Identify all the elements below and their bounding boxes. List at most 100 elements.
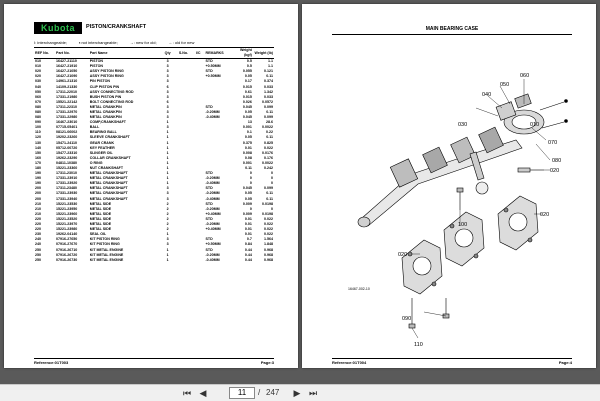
cell-weight-lb: 0 [271, 206, 273, 211]
interchange-legend: I: interchangeable; ▪:not interchangeabl… [34, 40, 194, 45]
cell-qty: 2 [166, 216, 169, 221]
cell-part-no: 15221-23960 [56, 211, 78, 216]
cell-part-no: 16427-21050 [56, 69, 78, 74]
cell-qty: 1 [166, 120, 169, 125]
cell-part-name: METAL SIDE [89, 216, 112, 221]
cell-part-no: 05712-00720 [56, 145, 78, 150]
cell-part-no: 17331-23940 [56, 196, 78, 201]
cell-weight-kgf: 0.17 [244, 79, 252, 84]
cell-qty: 6 [166, 99, 169, 104]
cell-part-name: METAL CRANKSHAFT [89, 181, 128, 186]
cell-qty: 3 [166, 242, 169, 247]
cell-remarks: STD [205, 247, 213, 252]
cell-qty: 3 [166, 64, 169, 69]
cell-part-no: 07916-27670 [56, 242, 78, 247]
legend-item: ←: old for new [168, 40, 195, 45]
cell-weight-lb: 0.033 [264, 94, 273, 99]
legend-item: ▪:not interchangeable; [78, 40, 118, 45]
pdf-navigation-toolbar: ⏮ ◀ 11 / 247 ▶ ⏭ [0, 384, 600, 401]
cell-weight-lb: 28.6 [266, 120, 273, 125]
cell-part-name: METAL CRANKSHAFT [89, 196, 128, 201]
cell-weight-lb: 0.11 [266, 109, 273, 114]
total-pages: 247 [266, 388, 280, 397]
next-page-icon[interactable]: ▶ [293, 388, 301, 398]
cell-weight-lb: 1.564 [264, 237, 273, 242]
cell-qty: 3 [166, 79, 169, 84]
cell-qty: 3 [166, 109, 169, 114]
cell-part-name: SEAL OIL [89, 232, 107, 237]
cell-qty: 3 [166, 94, 169, 99]
cell-ref-no: 220 [35, 216, 41, 221]
cell-remarks: -0.20MM [205, 252, 220, 257]
cell-part-name: ASSY CONNECTING ROD [89, 89, 134, 94]
cell-part-no: 17311-22010 [56, 89, 78, 94]
cell-qty: 3 [166, 74, 169, 79]
cell-ref-no: 240 [35, 237, 41, 242]
cell-remarks: STD [205, 69, 213, 74]
cell-weight-lb: 0.242 [264, 166, 273, 171]
col-ic: I/C [191, 47, 205, 59]
cell-ref-no: 190 [35, 181, 41, 186]
cell-ref-no: 070 [35, 99, 41, 104]
legend-item: →: new for old; [129, 40, 157, 45]
cell-ref-no: 130 [35, 140, 41, 145]
cell-weight-lb: 0.022 [264, 227, 273, 232]
cell-remarks: STD [205, 237, 213, 242]
cell-part-no: 17311-22310 [56, 104, 78, 109]
page-number-input[interactable]: 11 [229, 387, 255, 399]
cell-weight-kgf: 0.44 [244, 257, 252, 262]
bolt-020-drawing [517, 167, 544, 173]
cell-ref-no: 210 [35, 201, 41, 206]
cell-part-name: METAL CRANKPIN [89, 115, 122, 120]
prev-page-icon[interactable]: ◀ [199, 388, 207, 398]
cell-part-name: METAL CRANKSHAFT [89, 191, 128, 196]
cell-part-name: BOLT CONNECTING ROD [89, 99, 134, 104]
cell-remarks: -0.20MM [205, 176, 220, 181]
cell-part-no: 07916-26720 [56, 252, 78, 257]
cell-qty: 1 [166, 140, 169, 145]
cell-remarks: STD [205, 201, 213, 206]
cell-part-name: METAL SIDE [89, 222, 112, 227]
cell-remarks: STD [205, 186, 213, 191]
cell-weight-lb: 0.11 [266, 191, 273, 196]
col-weight-lb: Weight (lb) [252, 47, 274, 59]
cell-weight-kgf: 0.11 [245, 166, 252, 171]
cell-ref-no: 180 [35, 166, 41, 171]
cell-ref-no: 200 [35, 186, 41, 191]
cell-ref-no: 190 [35, 176, 41, 181]
cell-part-name: METAL CRANKSHAFT [89, 186, 128, 191]
cell-ref-no: 080 [35, 104, 41, 109]
bearing-case-right [497, 195, 539, 251]
cell-weight-kgf: 0 [249, 181, 252, 186]
cell-part-no: 15221-23520 [56, 216, 78, 221]
cell-part-name: CLIP PISTON PIN [89, 84, 120, 89]
cell-qty: 1 [166, 130, 169, 135]
col-part-name: Part Name [88, 47, 161, 59]
cell-part-name: ASSY PISTON RING [89, 69, 124, 74]
cell-qty: 1 [166, 160, 169, 165]
cell-part-name: METAL SIDE [89, 211, 112, 216]
cell-weight-kgf: 0.055 [242, 69, 252, 74]
cell-qty: 1 [166, 247, 169, 252]
cell-weight-kgf: 13 [247, 120, 252, 125]
first-page-icon[interactable]: ⏮ [182, 388, 192, 398]
cell-serial-no [175, 258, 192, 263]
last-page-icon[interactable]: ⏭ [308, 388, 318, 398]
cell-weight-lb: 1.342 [264, 89, 273, 94]
cell-part-no: 07916-26730 [56, 257, 78, 262]
page-title: PISTON/CRANKSHAFT [86, 24, 147, 30]
cell-ref-no: 120 [35, 135, 41, 140]
cell-ref-no: 240 [35, 242, 41, 247]
cell-weight-kgf: 0.5 [246, 64, 252, 69]
